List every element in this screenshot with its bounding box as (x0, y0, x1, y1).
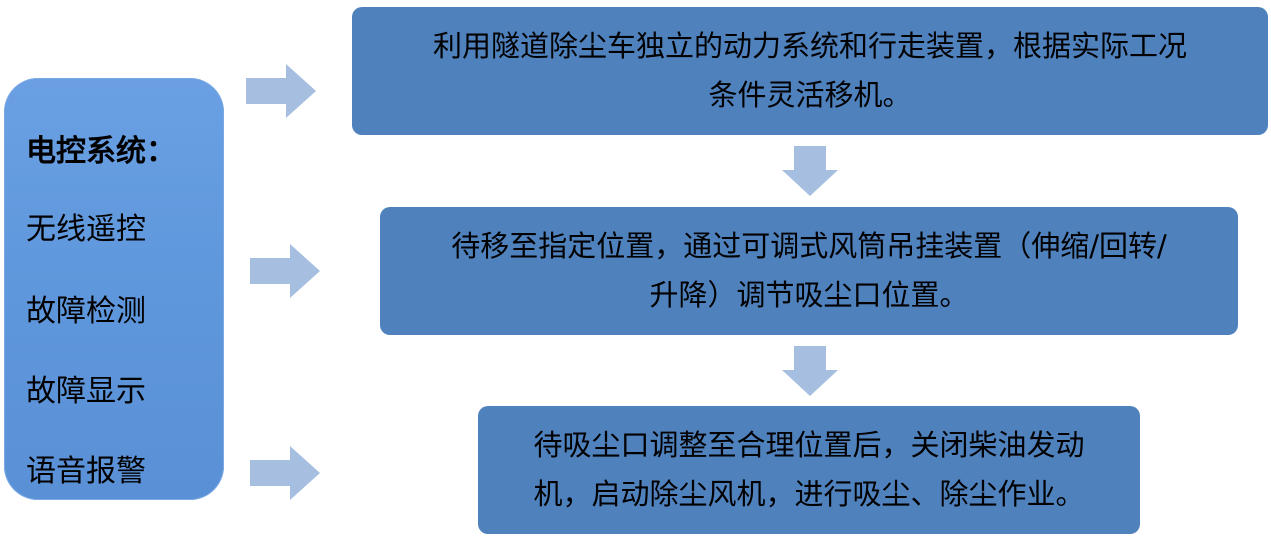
step-text-operate: 待吸尘口调整至合理位置后，关闭柴油发动 机，启动除尘风机，进行吸尘、除尘作业。 (533, 427, 1085, 511)
step-box-operate: 待吸尘口调整至合理位置后，关闭柴油发动 机，启动除尘风机，进行吸尘、除尘作业。 (478, 406, 1140, 534)
down-arrow-icon (782, 146, 838, 196)
feature-fault-display: 故障显示 (26, 374, 146, 409)
feature-wireless-remote: 无线遥控 (26, 212, 146, 247)
feature-fault-detection: 故障检测 (26, 294, 146, 329)
right-arrow-icon (246, 64, 316, 118)
step-text-move: 利用隧道除尘车独立的动力系统和行走装置，根据实际工况 条件灵活移机。 (432, 28, 1187, 112)
step-box-move: 利用隧道除尘车独立的动力系统和行走装置，根据实际工况 条件灵活移机。 (352, 7, 1268, 135)
right-arrow-icon (250, 446, 320, 500)
feature-voice-alarm: 语音报警 (26, 454, 146, 489)
step-box-position: 待移至指定位置，通过可调式风筒吊挂装置（伸缩/回转/ 升降）调节吸尘口位置。 (380, 207, 1238, 335)
down-arrow-icon (782, 346, 838, 396)
step-text-position: 待移至指定位置，通过可调式风筒吊挂装置（伸缩/回转/ 升降）调节吸尘口位置。 (451, 228, 1167, 312)
right-arrow-icon (250, 244, 320, 298)
control-system-title: 电控系统： (26, 134, 176, 169)
control-system-panel (4, 78, 224, 500)
